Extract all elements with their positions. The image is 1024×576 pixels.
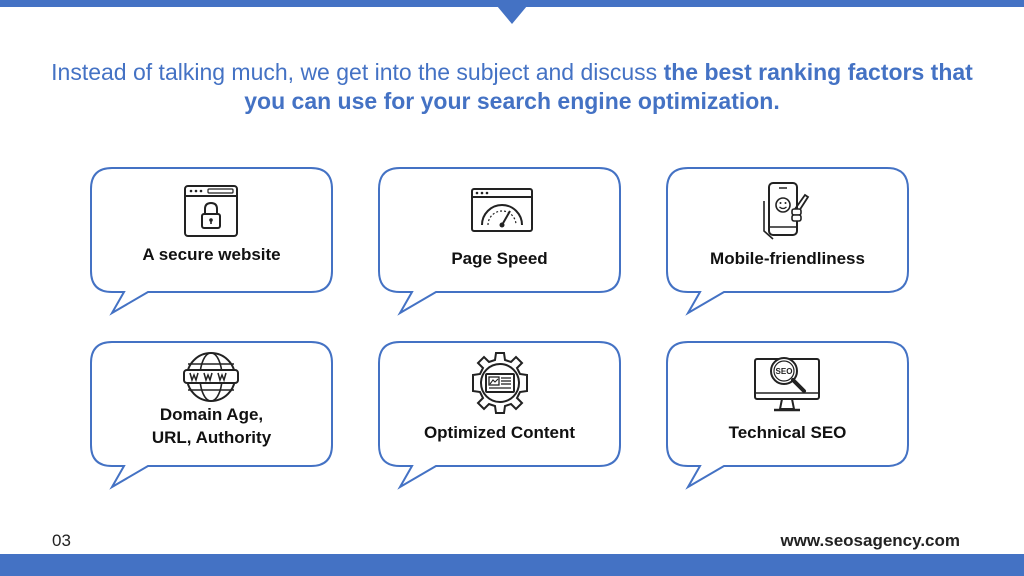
monitor-seo-icon: SEO xyxy=(754,357,820,412)
website-url: www.seosagency.com xyxy=(780,531,960,550)
gear-content-icon xyxy=(472,352,528,414)
heading-normal-text: Instead of talking much, we get into the… xyxy=(51,59,664,85)
heading-bold-text: the best ranking factors that you can us… xyxy=(244,59,973,114)
speech-bubble xyxy=(378,167,621,316)
card-domain-age: Domain Age, URL, Authority xyxy=(90,341,333,491)
card-optimized-content: Optimized Content xyxy=(378,341,621,491)
browser-lock-icon xyxy=(184,185,238,237)
card-label: Mobile-friendliness xyxy=(710,249,865,268)
speedometer-icon xyxy=(471,188,533,232)
card-label: Optimized Content xyxy=(423,423,576,442)
speech-bubble xyxy=(666,167,909,316)
card-page-speed: Page Speed xyxy=(378,167,621,317)
globe-www-icon xyxy=(183,352,239,402)
card-label-line-1: Domain Age, xyxy=(159,405,264,424)
page-heading: Instead of talking much, we get into the… xyxy=(40,58,984,116)
top-accent-bar xyxy=(0,0,1024,7)
card-mobile-friendliness: Mobile-friendliness xyxy=(666,167,909,317)
card-label-line-2: URL, Authority xyxy=(151,428,272,447)
card-secure-website: A secure website xyxy=(90,167,333,317)
card-technical-seo: SEO Technical SEO xyxy=(666,341,909,491)
top-notch-triangle xyxy=(497,6,527,24)
seo-icon-text: SEO xyxy=(776,367,793,376)
card-label: Domain Age, URL, Authority xyxy=(90,403,333,449)
page-number: 03 xyxy=(52,531,71,550)
speech-bubble xyxy=(90,167,333,316)
speech-bubble xyxy=(90,341,333,490)
speech-bubble xyxy=(378,341,621,490)
speech-bubble xyxy=(666,341,909,490)
mobile-phone-icon xyxy=(763,182,810,240)
card-label: Page Speed xyxy=(451,249,548,268)
bottom-accent-bar xyxy=(0,554,1024,576)
card-label: Technical SEO xyxy=(728,423,847,442)
card-label: A secure website xyxy=(142,245,281,264)
